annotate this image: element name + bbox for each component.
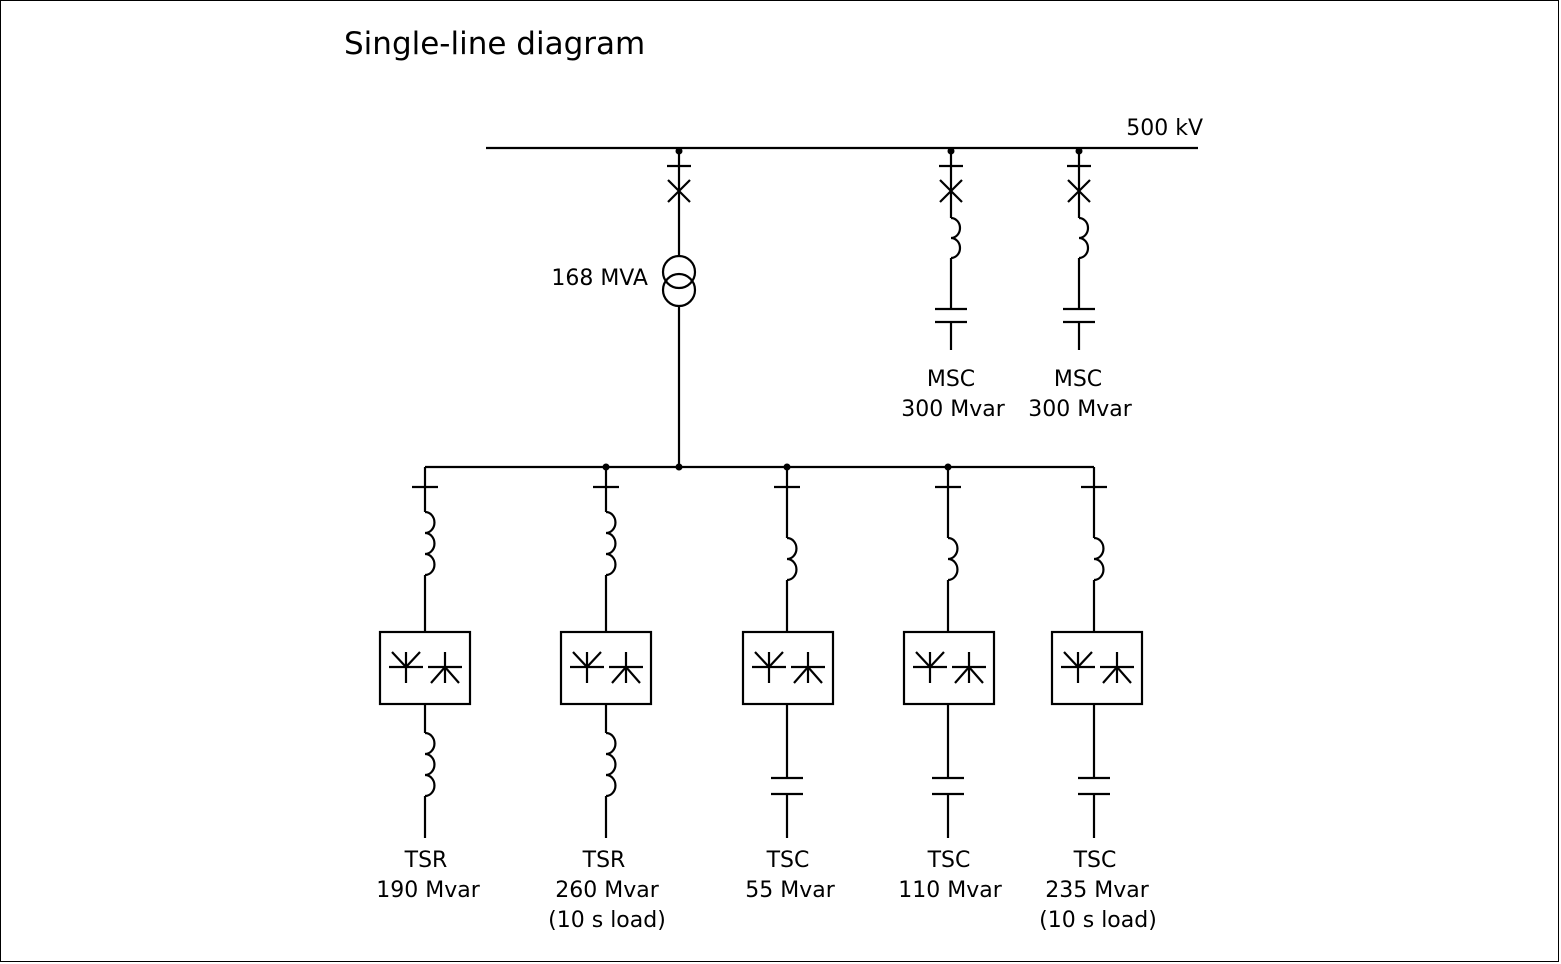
transformer-rating-label: 168 MVA [551, 266, 648, 291]
capacitor-icon [935, 307, 967, 324]
branch-rating-label: 110 Mvar [898, 878, 1002, 903]
page-title: Single-line diagram [344, 26, 646, 62]
reactor-coil-icon [605, 510, 617, 577]
branch-type-label: TSR [404, 848, 448, 873]
circuit-breaker-icon [939, 179, 963, 203]
branch-rating-label: 235 Mvar [1045, 878, 1149, 903]
reactor-coil-icon [424, 731, 436, 798]
branch-rating-label: 300 Mvar [1028, 397, 1132, 422]
capacitor-icon [771, 776, 803, 796]
reactor-coil-icon [605, 731, 617, 798]
branch-rating-label: 300 Mvar [901, 397, 1005, 422]
tsc-branch: TSC 55 Mvar [741, 463, 836, 903]
branch-rating-label: 260 Mvar [555, 878, 659, 903]
reactor-coil-icon [786, 536, 798, 582]
reactor-coil-icon [1093, 536, 1105, 582]
branch-note-label: (10 s load) [1039, 908, 1157, 933]
junction-dot [675, 463, 683, 471]
bus-voltage-label: 500 kV [1126, 116, 1203, 141]
transformer-icon [661, 254, 697, 308]
msc-branch: MSC 300 Mvar [901, 147, 1006, 422]
capacitor-icon [1078, 776, 1110, 796]
tsr-branch: TSR 260 Mvar (10 s load) [548, 463, 666, 933]
branch-rating-label: 190 Mvar [376, 878, 480, 903]
thyristor-valve-icon [378, 630, 472, 706]
branch-type-label: TSR [582, 848, 626, 873]
tsc-branch: TSC 235 Mvar (10 s load) [1039, 467, 1157, 933]
capacitor-icon [1063, 307, 1095, 324]
thyristor-valve-icon [1050, 630, 1144, 706]
tsc-branch: TSC 110 Mvar [898, 463, 1003, 903]
msc-branch: MSC 300 Mvar [1028, 147, 1133, 422]
reactor-coil-icon [424, 510, 436, 577]
thyristor-valve-icon [741, 630, 835, 706]
circuit-breaker-icon [1067, 179, 1091, 203]
tsr-branch: TSR 190 Mvar [376, 467, 481, 903]
reactor-coil-icon [947, 536, 959, 582]
reactor-coil-icon [950, 216, 962, 260]
thyristor-valve-icon [559, 630, 653, 706]
branch-type-label: TSC [927, 848, 971, 873]
branch-rating-label: 55 Mvar [745, 878, 835, 903]
branch-note-label: (10 s load) [548, 908, 666, 933]
branch-type-label: MSC [927, 367, 975, 392]
thyristor-valve-icon [902, 630, 996, 706]
transformer-feeder: 168 MVA [551, 147, 697, 467]
reactor-coil-icon [1078, 216, 1090, 260]
branch-type-label: TSC [766, 848, 810, 873]
branch-type-label: TSC [1073, 848, 1117, 873]
branch-type-label: MSC [1054, 367, 1102, 392]
capacitor-icon [932, 776, 964, 796]
circuit-breaker-icon [667, 179, 691, 203]
